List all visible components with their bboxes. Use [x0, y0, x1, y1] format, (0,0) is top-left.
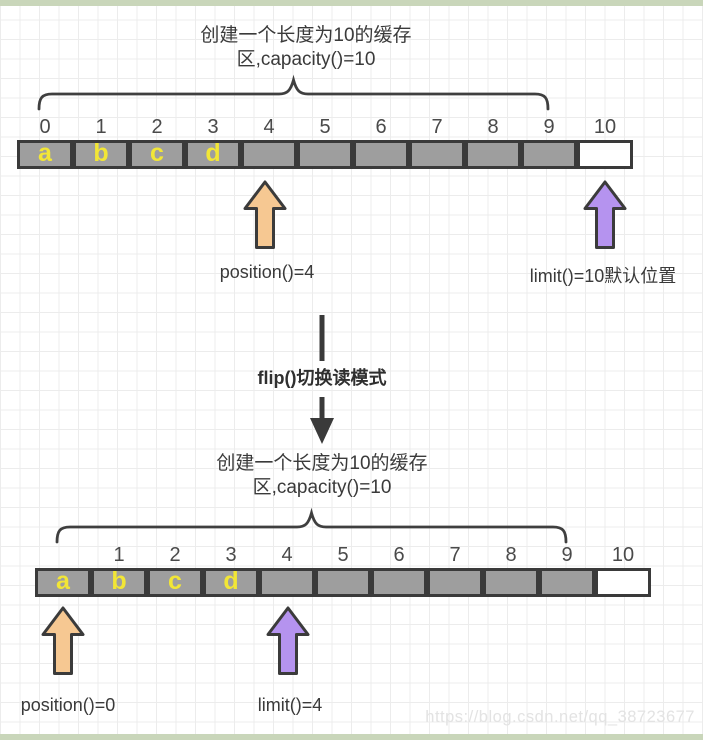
buffer-cell: b [91, 568, 147, 597]
index-label: 1 [113, 544, 125, 566]
limit-label-top: limit()=10默认位置 [529, 266, 677, 286]
buffer-cell [353, 140, 409, 169]
cell-letter: d [205, 139, 221, 167]
position-label-bottom: position()=0 [20, 695, 116, 715]
capacity-caption-bottom: 创建一个长度为10的缓存 区,capacity()=10 [172, 452, 472, 500]
buffer-cell [483, 568, 539, 597]
index-label: 1 [95, 116, 107, 138]
index-label: 10 [611, 544, 635, 566]
bottom-edge-bar [0, 734, 703, 740]
cell-letter: a [38, 139, 52, 167]
capacity-brace-top [37, 74, 550, 111]
index-label: 0 [39, 116, 51, 138]
capacity-caption-top-line1: 创建一个长度为10的缓存 [200, 25, 412, 46]
index-label: 10 [593, 116, 617, 138]
buffer-cell [521, 140, 577, 169]
buffer-cell [371, 568, 427, 597]
capacity-brace-bottom [55, 507, 568, 544]
index-label: 9 [561, 544, 573, 566]
index-label: 4 [281, 544, 293, 566]
buffer-cell [241, 140, 297, 169]
cell-letter: c [168, 567, 182, 595]
limit-arrow-top [583, 180, 627, 249]
index-label: 2 [169, 544, 181, 566]
buffer-cell: c [129, 140, 185, 169]
buffer-cell: c [147, 568, 203, 597]
capacity-caption-top: 创建一个长度为10的缓存 区,capacity()=10 [156, 24, 456, 72]
buffer-cell [427, 568, 483, 597]
cell-letter: d [223, 567, 239, 595]
cell-letter: b [93, 139, 109, 167]
buffer-cell: b [73, 140, 129, 169]
buffer-cell: d [203, 568, 259, 597]
index-label: 5 [319, 116, 331, 138]
index-label: 8 [487, 116, 499, 138]
index-label: 3 [207, 116, 219, 138]
buffer-cell [297, 140, 353, 169]
buffer-cell: a [17, 140, 73, 169]
buffer-cells-bottom: a b c d [35, 568, 651, 597]
index-label: 6 [375, 116, 387, 138]
limit-label-bottom: limit()=4 [257, 695, 323, 715]
top-edge-bar [0, 0, 703, 6]
buffer-cell [409, 140, 465, 169]
buffer-cell-empty [595, 568, 651, 597]
position-arrow-top [243, 180, 287, 249]
buffer-cell-empty [577, 140, 633, 169]
index-label: 7 [431, 116, 443, 138]
buffer-cell [465, 140, 521, 169]
index-label: 4 [263, 116, 275, 138]
index-label: 6 [393, 544, 405, 566]
cell-letter: b [111, 567, 127, 595]
position-label-top: position()=4 [219, 262, 315, 282]
index-label: 5 [337, 544, 349, 566]
cell-letter: c [150, 139, 164, 167]
index-label: 3 [225, 544, 237, 566]
position-arrow-bottom [41, 606, 85, 675]
buffer-cells-top: a b c d [17, 140, 633, 169]
buffer-cell [315, 568, 371, 597]
flip-label: flip()切换读模式 [257, 368, 387, 388]
capacity-caption-bottom-line1: 创建一个长度为10的缓存 [216, 453, 428, 474]
buffer-cell [259, 568, 315, 597]
limit-arrow-bottom [266, 606, 310, 675]
capacity-caption-bottom-line2: 区,capacity()=10 [252, 477, 392, 498]
down-arrow-icon [310, 315, 334, 444]
cell-letter: a [56, 567, 70, 595]
index-label: 2 [151, 116, 163, 138]
buffer-cell: a [35, 568, 91, 597]
watermark: https://blog.csdn.net/qq_38723677 [425, 708, 695, 726]
index-label: 8 [505, 544, 517, 566]
buffer-cell [539, 568, 595, 597]
buffer-cell: d [185, 140, 241, 169]
capacity-caption-top-line2: 区,capacity()=10 [236, 49, 376, 70]
index-label: 9 [543, 116, 555, 138]
index-label: 7 [449, 544, 461, 566]
